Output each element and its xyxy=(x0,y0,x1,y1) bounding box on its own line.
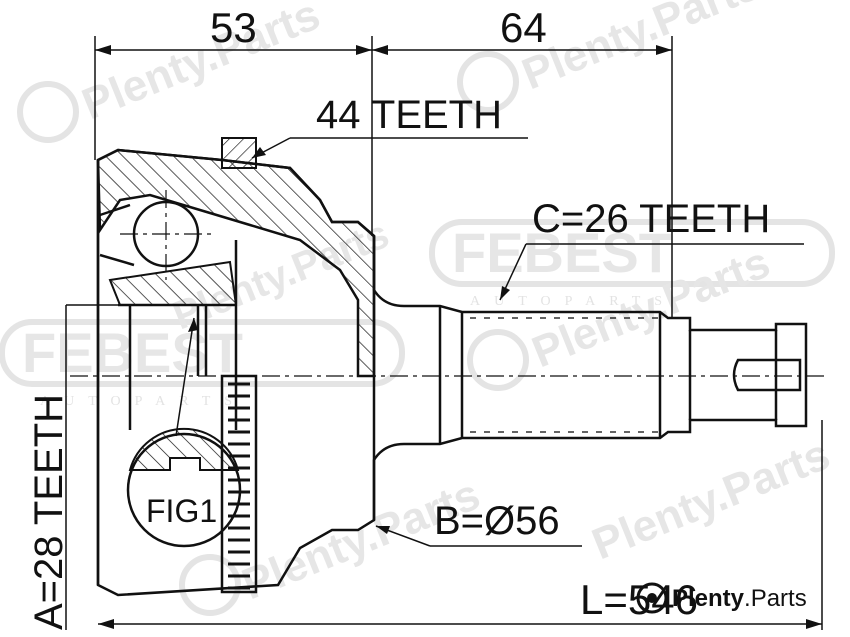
shaft-spline xyxy=(470,317,658,433)
dim-right-length: 64 xyxy=(500,4,547,51)
watermark-logo-subtext: AUTOPARTS xyxy=(40,394,246,409)
dim-left-length: 53 xyxy=(210,4,257,51)
label-outer-diameter: B=Ø56 xyxy=(434,499,560,543)
watermark-logo-right: FEBEST AUTOPARTS xyxy=(429,219,835,309)
shaft-outline-lower xyxy=(372,376,808,520)
watermark-logo-subtext: AUTOPARTS xyxy=(470,294,676,309)
abs-tooth-marker xyxy=(221,137,257,169)
fig1-label: FIG1 xyxy=(146,493,217,529)
watermark-disc-icon xyxy=(457,51,519,113)
brand-badge: Plenty.Parts xyxy=(636,582,807,614)
brand-text: Plenty.Parts xyxy=(672,585,807,612)
dimensions: 53 64 L=546 A=28 TEETH xyxy=(27,4,823,630)
label-outer-teeth: 44 TEETH xyxy=(316,93,502,137)
inner-race-section xyxy=(108,260,238,306)
cotter-slot xyxy=(732,358,802,392)
label-shaft-spline: C=26 TEETH xyxy=(532,197,770,241)
disc-brake-icon xyxy=(636,582,668,614)
watermark-site-text: Plenty.Parts xyxy=(585,430,836,569)
watermark-logo-text: FEBEST xyxy=(22,321,243,384)
watermark-disc-icon xyxy=(467,329,529,391)
shaft-outline-upper xyxy=(372,236,808,376)
stub-shaft xyxy=(372,236,808,520)
outer-housing: FIG1 xyxy=(66,137,376,597)
fig1-detail: FIG1 xyxy=(126,317,242,548)
watermark-disc-icon xyxy=(179,554,241,616)
watermark-disc-icon xyxy=(17,81,79,143)
watermark-logo-text: FEBEST xyxy=(452,221,673,284)
callouts: 44 TEETH C=26 TEETH B=Ø56 xyxy=(251,93,804,547)
watermark-site-text: Plenty.Parts xyxy=(75,0,326,129)
label-inner-spline: A=28 TEETH xyxy=(27,394,71,630)
